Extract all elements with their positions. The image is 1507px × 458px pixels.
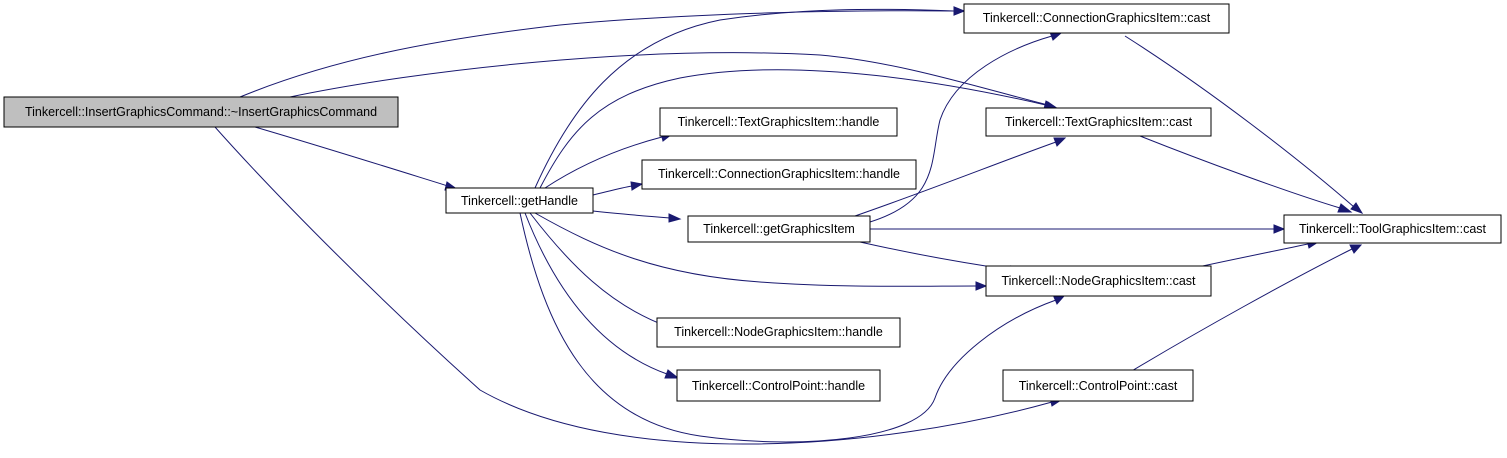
edge-gethandle-to-cp-handle [524, 212, 680, 379]
node-gethandle-label: Tinkercell::getHandle [461, 194, 578, 208]
node-toolgi-cast-label: Tinkercell::ToolGraphicsItem::cast [1299, 222, 1487, 236]
node-toolgi-cast[interactable]: Tinkercell::ToolGraphicsItem::cast [1283, 214, 1502, 244]
node-ngi-cast[interactable]: Tinkercell::NodeGraphicsItem::cast [985, 265, 1212, 297]
edge-root-to-cp-cast [214, 126, 1063, 445]
node-cgi-cast[interactable]: Tinkercell::ConnectionGraphicsItem::cast [963, 3, 1230, 34]
node-getgraphicsitem[interactable]: Tinkercell::getGraphicsItem [687, 215, 871, 243]
edge-root-to-gethandle [254, 126, 460, 191]
node-ngi-handle-label: Tinkercell::NodeGraphicsItem::handle [674, 325, 883, 339]
edge-root-to-tgi-cast [289, 52, 1060, 110]
edge-gethandle-to-getgraphicsitem [592, 210, 682, 223]
node-gethandle[interactable]: Tinkercell::getHandle [445, 187, 594, 214]
node-ngi-cast-label: Tinkercell::NodeGraphicsItem::cast [1001, 274, 1196, 288]
edge-gethandle-to-cgi-cast [534, 6, 966, 189]
node-cp-cast[interactable]: Tinkercell::ControlPoint::cast [1002, 369, 1194, 402]
edge-tgi-cast-to-toolgi-cast [1134, 133, 1353, 213]
node-tgi-handle-label: Tinkercell::TextGraphicsItem::handle [678, 115, 880, 129]
node-cp-handle-label: Tinkercell::ControlPoint::handle [692, 379, 865, 393]
edge-cgi-cast-to-toolgi-cast [1124, 35, 1364, 214]
node-getgraphicsitem-label: Tinkercell::getGraphicsItem [703, 222, 855, 236]
node-cp-cast-label: Tinkercell::ControlPoint::cast [1019, 379, 1178, 393]
node-cgi-cast-label: Tinkercell::ConnectionGraphicsItem::cast [983, 11, 1211, 25]
edge-getgraphicsitem-to-tgi-cast [854, 137, 1067, 217]
node-tgi-cast-label: Tinkercell::TextGraphicsItem::cast [1005, 115, 1193, 129]
edge-gethandle-to-ngi-cast [534, 212, 988, 291]
node-ngi-handle[interactable]: Tinkercell::NodeGraphicsItem::handle [656, 317, 901, 348]
edge-gethandle-to-cgi-handle [592, 181, 644, 196]
edges-layer [214, 6, 1364, 445]
node-cgi-handle[interactable]: Tinkercell::ConnectionGraphicsItem::hand… [641, 159, 917, 190]
node-cgi-handle-label: Tinkercell::ConnectionGraphicsItem::hand… [658, 167, 900, 181]
node-tgi-handle[interactable]: Tinkercell::TextGraphicsItem::handle [659, 107, 898, 137]
nodes-layer: Tinkercell::InsertGraphicsCommand::~Inse… [3, 3, 1502, 402]
edge-gethandle-to-ngi-handle [529, 212, 679, 331]
node-cp-handle[interactable]: Tinkercell::ControlPoint::handle [676, 369, 881, 402]
node-root-label: Tinkercell::InsertGraphicsCommand::~Inse… [25, 105, 377, 119]
edge-cp-cast-to-toolgi-cast [1124, 244, 1363, 376]
edge-getgraphicsitem-to-toolgi-cast [870, 224, 1286, 234]
node-tgi-cast[interactable]: Tinkercell::TextGraphicsItem::cast [985, 107, 1212, 137]
node-root[interactable]: Tinkercell::InsertGraphicsCommand::~Inse… [3, 96, 399, 128]
